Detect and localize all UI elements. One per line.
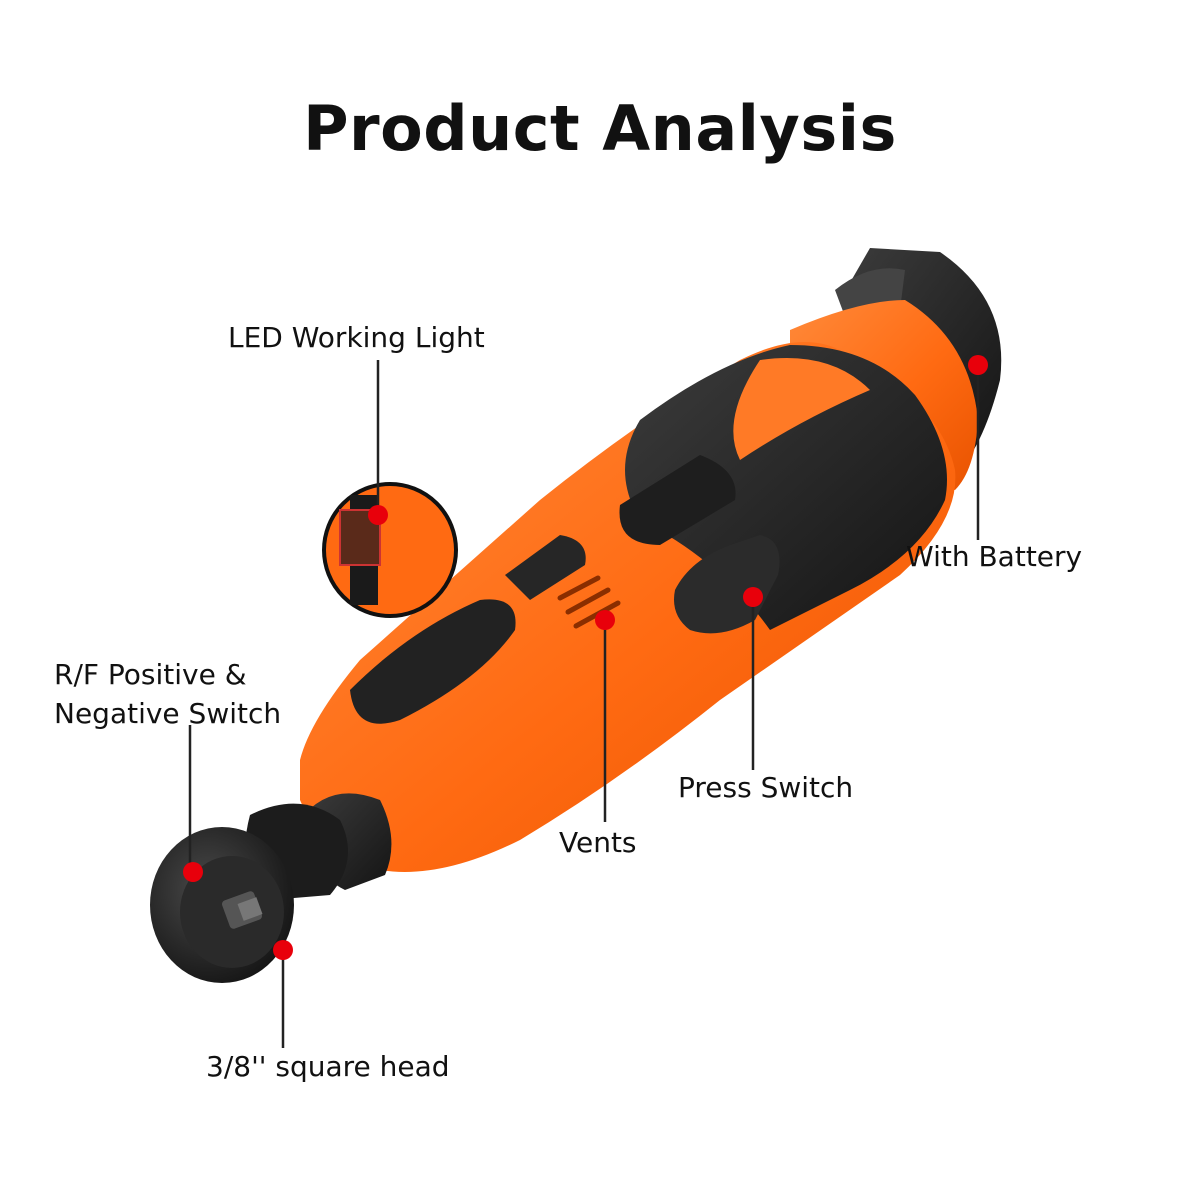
press-switch-dot	[743, 587, 763, 607]
vents-dot	[595, 610, 615, 630]
battery-dot	[968, 355, 988, 375]
led-light-dot	[368, 505, 388, 525]
rf-switch-label-line2: Negative Switch	[54, 697, 282, 730]
battery-label: With Battery	[906, 540, 1083, 573]
led-zoom-inset	[322, 482, 458, 618]
press-switch-label: Press Switch	[678, 771, 854, 804]
callout-dots	[183, 355, 988, 960]
page-title: Product Analysis	[303, 92, 897, 165]
rf-switch-label-line1: R/F Positive &	[54, 658, 247, 691]
callout-lines	[188, 360, 980, 1048]
square-head-dot	[273, 940, 293, 960]
rf-switch-dot	[183, 862, 203, 882]
vents-label: Vents	[559, 826, 637, 859]
square-head-label: 3/8'' square head	[206, 1050, 450, 1083]
ratchet-head	[150, 827, 294, 983]
led-working-light-label: LED Working Light	[228, 321, 485, 354]
